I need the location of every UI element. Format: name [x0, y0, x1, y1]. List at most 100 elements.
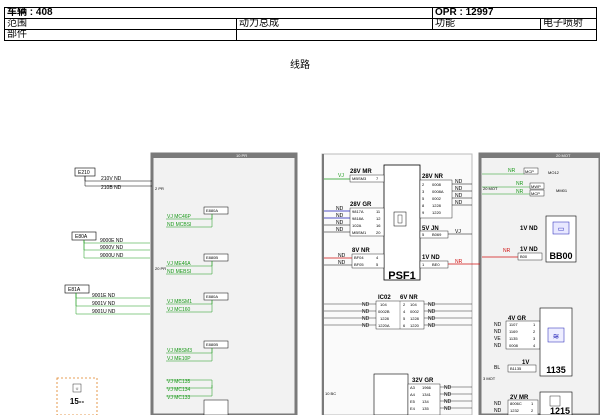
- c1135-label: 4V GR: [508, 316, 527, 322]
- conn-28v-gr-c2: ND: [336, 213, 344, 219]
- inner-block-4: E880B VJ MBSM3 VJ ME10P: [166, 340, 229, 362]
- bb00-nr: NR: [503, 248, 511, 254]
- psf1-conn-28v-mr: 28V MR MBSM3 7 VJ: [324, 169, 385, 183]
- conn-28v-gr-r3-wire: 102A: [352, 223, 362, 228]
- switch-icon: [549, 395, 561, 407]
- mwp-label: MWP: [531, 184, 541, 189]
- conn-28v-nr-r1-pin: 2: [422, 182, 425, 187]
- ic02-r2-c1: ND: [362, 309, 370, 315]
- inner-block-1: E880A VJ MC46P ND MCBSI: [166, 206, 229, 228]
- connector-15-id: 15--: [70, 397, 85, 406]
- connector-e80a: E80A 9000E ND 9000V ND 9000U ND: [71, 231, 150, 259]
- wire-nr-3: NR: [516, 189, 524, 195]
- ic02-r2-c2: 0002B: [378, 309, 390, 314]
- ic02-r3-c1: ND: [362, 316, 370, 322]
- bottom-r1-wire: 1966: [422, 385, 432, 390]
- conn-28v-nr-c1: ND: [455, 179, 463, 185]
- inner-block-4-line-1: VJ MBSM3: [167, 348, 192, 354]
- c1135-r4-wire: 0008: [509, 343, 519, 348]
- ic02-row-2: ND 0002B 4 0002 ND: [362, 309, 436, 315]
- e81a-line-1: 9001E ND: [92, 293, 115, 299]
- conn-28v-gr-r2-wire: 9818A: [352, 216, 364, 221]
- ic02-r3-c5: ND: [428, 316, 436, 322]
- ic02-r3-c2: 1228: [380, 316, 390, 321]
- bottom-r2-color: ND: [444, 392, 452, 398]
- conn-5v-jn-color: VJ: [455, 229, 461, 235]
- c1135-1v: 1V: [522, 360, 529, 366]
- frame-side-mid: 10 BC: [325, 391, 336, 396]
- component-1135: 4V GR ND 1107 1 ND 1169 2 VE 1135 3 ND 0…: [494, 307, 573, 377]
- frame-side-right-a: 20 MOT: [483, 186, 498, 191]
- c1215-r2-wire: 1232: [510, 408, 520, 413]
- mcp-group: NR MCP MO12 NR NR MWP MCP MM01: [482, 167, 568, 197]
- bottom-32v-gr-label: 32V GR: [412, 378, 434, 384]
- bottom-r3-wire: 134: [422, 399, 429, 404]
- conn-28v-gr-c1: ND: [336, 206, 344, 212]
- conn-8v-nr-r2-wire: BF05: [354, 262, 364, 267]
- psf1-conn-8v-nr: 8V NR BF04 4 BF05 5 ND ND: [324, 248, 385, 269]
- psf1-conn-28v-nr: 28V NR 2 0008 3 0008A 5 0002 8 1228 9 12…: [419, 174, 472, 219]
- svg-text:☼: ☼: [75, 386, 80, 392]
- conn-28v-gr-c4: ND: [336, 227, 344, 233]
- conn-28v-mr-pin: 7: [376, 176, 379, 181]
- ic02-r1-c1: ND: [362, 302, 370, 308]
- frame-tag-right: 20 MOT: [556, 153, 571, 158]
- svg-text:▭: ▭: [558, 226, 565, 233]
- inner-block-3-id: E880A: [206, 294, 218, 299]
- e80a-line-3: 9000U ND: [100, 253, 124, 259]
- conn-5v-jn-label: 5V JN: [422, 226, 439, 232]
- ic02-r4-c1: ND: [362, 323, 370, 329]
- c1215-r1-color: ND: [494, 401, 502, 407]
- ic02-sub: 6V NR: [400, 295, 418, 301]
- inner-block-4-line-2: VJ ME10P: [167, 356, 191, 362]
- connector-e210: E210 210V ND 210B ND: [74, 167, 152, 191]
- conn-28v-gr-label: 28V GR: [350, 202, 372, 208]
- c1135-r2-wire: 1169: [509, 329, 518, 334]
- conn-28v-gr-r1-pin: 11: [376, 209, 381, 214]
- inner-block-3-line-1: VJ MBSM1: [167, 299, 192, 305]
- bottom-r4-wire: 135: [422, 406, 429, 411]
- c1135-r3-color: VE: [494, 336, 501, 342]
- c1135-r3-pin: 3: [533, 336, 536, 341]
- inner-block-5-line-1: VJ MC135: [167, 379, 191, 385]
- frame-side-b: 20 PR: [155, 266, 166, 271]
- c1135-r4-color: ND: [494, 343, 502, 349]
- c1215-name: 1215: [550, 406, 570, 415]
- conn-28v-nr-r2-wire: 0008A: [432, 189, 444, 194]
- inner-block-4-id: E880B: [206, 342, 218, 347]
- c1215-label: 2V MR: [510, 395, 529, 401]
- c1135-bl: BL: [494, 365, 500, 371]
- bb00-name: BB00: [549, 251, 572, 261]
- conn-28v-gr-r2-pin: 12: [376, 216, 381, 221]
- e80a-line-1: 9000E ND: [100, 238, 123, 244]
- header-table: 车辆 : 408 OPR : 12997 范围 动力总成 功能 电子喷射 部件: [3, 7, 598, 41]
- conn-5v-jn-wire: B069: [432, 232, 442, 237]
- ic02-r4-c3: 6: [403, 323, 406, 328]
- sensor-icon: [547, 327, 565, 343]
- bottom-r4-color: ND: [444, 406, 452, 412]
- component-1215: 2V MR ND 8006C 1 ND 1232 2 1215: [494, 391, 573, 415]
- c1135-name: 1135: [546, 365, 566, 375]
- inner-block-3-line-2: VJ MC160: [167, 307, 191, 313]
- c1135-r2-color: ND: [494, 329, 502, 335]
- psf1-module: PSF1: [383, 164, 421, 282]
- e210-line-1: 210V ND: [101, 176, 122, 182]
- conn-8v-nr-r1-pin: 4: [376, 255, 379, 260]
- ic02-r4-c2: 1220A: [378, 323, 390, 328]
- bb00-battery: 1V ND 1V ND NR B00 ▭ BB00: [482, 215, 577, 263]
- c1215-r1-wire: 8006C: [510, 401, 522, 406]
- bottom-r2-wire: 1341: [422, 392, 432, 397]
- psf1-conn-5v-jn: 5V JN 5 B069 VJ: [419, 226, 472, 239]
- conn-28v-gr-r4-wire: MBSM1: [352, 230, 367, 235]
- ic02-row-4: ND 1220A 6 1220 ND: [362, 323, 436, 329]
- c1215-r2-pin: 2: [531, 408, 534, 413]
- bb00-1v-label: 1V ND: [520, 226, 538, 232]
- ic02-r3-c3: 5: [403, 316, 406, 321]
- bottom-r1-color: ND: [444, 385, 452, 391]
- conn-1v-nd-color: NR: [455, 259, 463, 265]
- conn-28v-nr-c4: ND: [455, 200, 463, 206]
- mm01-label: MM01: [556, 188, 568, 193]
- ic02-r3-c4: 1228: [410, 316, 420, 321]
- conn-28v-nr-r5-wire: 1220: [432, 210, 442, 215]
